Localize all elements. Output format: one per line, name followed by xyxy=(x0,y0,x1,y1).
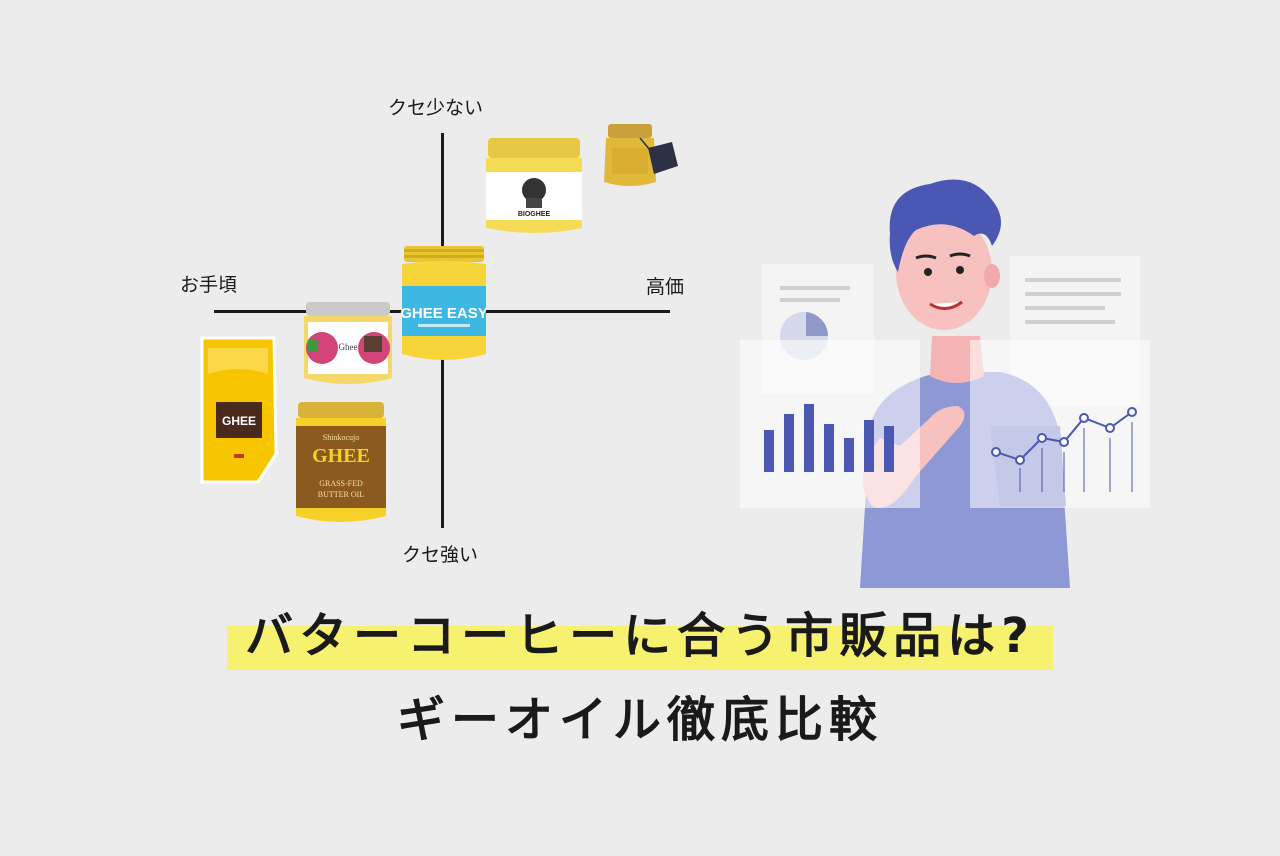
shinkoku-brand: Shinkocujo xyxy=(323,433,359,442)
line-chart-panel xyxy=(970,340,1150,508)
axis-label-top: クセ少ない xyxy=(388,97,484,119)
product-grass-fed-ghee-jar: Shinkocujo GHEE GRASS-FED BUTTER OIL xyxy=(294,400,388,526)
shinkoku-sub2: BUTTER OIL xyxy=(318,490,365,499)
headline-line-2: ギーオイル徹底比較 xyxy=(396,692,883,748)
headline-line-1: バターコーヒーに合う市販品は? xyxy=(227,608,1053,670)
pouch-label: GHEE xyxy=(222,414,256,428)
shinkoku-sub1: GRASS-FED xyxy=(319,479,363,488)
analyst-illustration xyxy=(740,176,1150,592)
axis-label-bottom: クセ強い xyxy=(402,544,479,566)
product-ghee-pouch: GHEE xyxy=(198,334,278,486)
shinkoku-label: GHEE xyxy=(312,445,370,467)
headline: バターコーヒーに合う市販品は? ギーオイル徹底比較 xyxy=(0,608,1280,744)
product-bioghee-jar: BIOGHEE xyxy=(484,138,584,238)
organic-ghee-label: Ghee xyxy=(339,342,358,352)
bioghee-label: BIOGHEE xyxy=(518,211,551,218)
line-chart-icon xyxy=(991,407,1137,492)
bar-chart-icon xyxy=(764,404,894,472)
product-ghee-easy-jar: GHEE EASY xyxy=(400,246,488,364)
product-organic-ghee-jar: Ghee xyxy=(300,300,396,388)
ghee-easy-label: GHEE EASY xyxy=(400,305,488,322)
product-luxury-jar xyxy=(600,122,680,192)
axis-label-left: お手頃 xyxy=(180,274,238,296)
axis-label-right: 高価 xyxy=(646,276,685,298)
